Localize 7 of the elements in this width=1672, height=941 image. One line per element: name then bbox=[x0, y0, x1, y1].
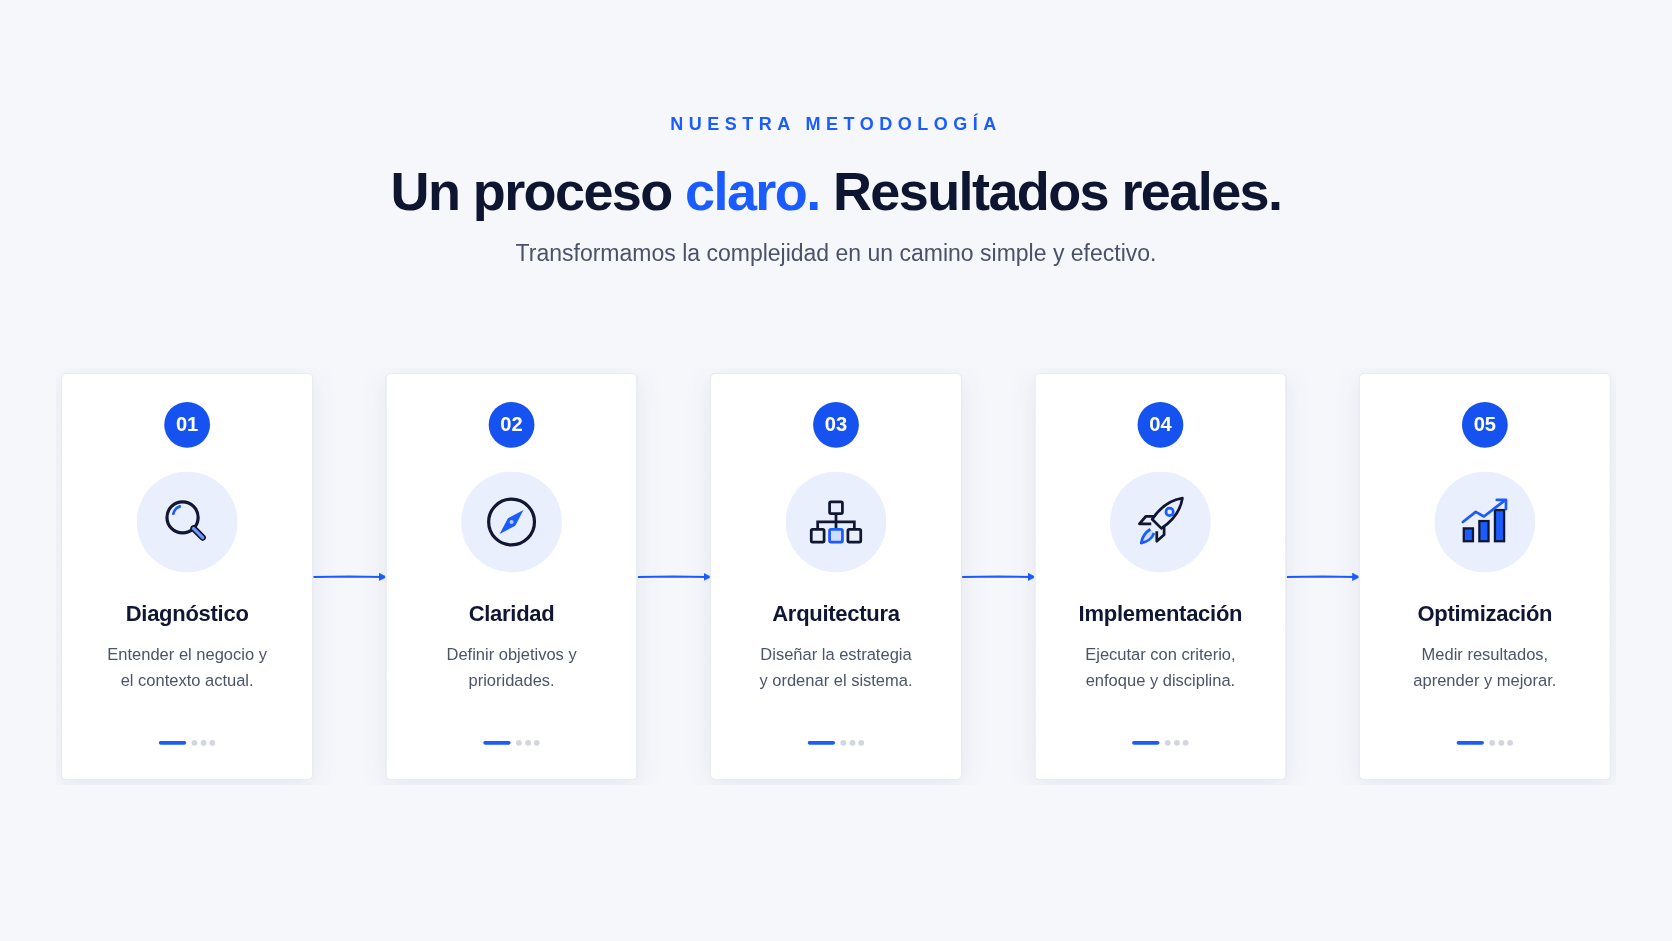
arrow bbox=[313, 572, 387, 581]
title: Un proceso claro. Resultados reales. bbox=[390, 160, 1282, 223]
subtitle: Transformamos la complejidad en un camino simple y efectivo. bbox=[515, 239, 1157, 268]
arrow bbox=[1286, 572, 1361, 581]
arrow bbox=[962, 572, 1036, 581]
arrow bbox=[637, 572, 712, 581]
section-kicker: NUESTRA METODOLOGÍA bbox=[670, 112, 1002, 136]
